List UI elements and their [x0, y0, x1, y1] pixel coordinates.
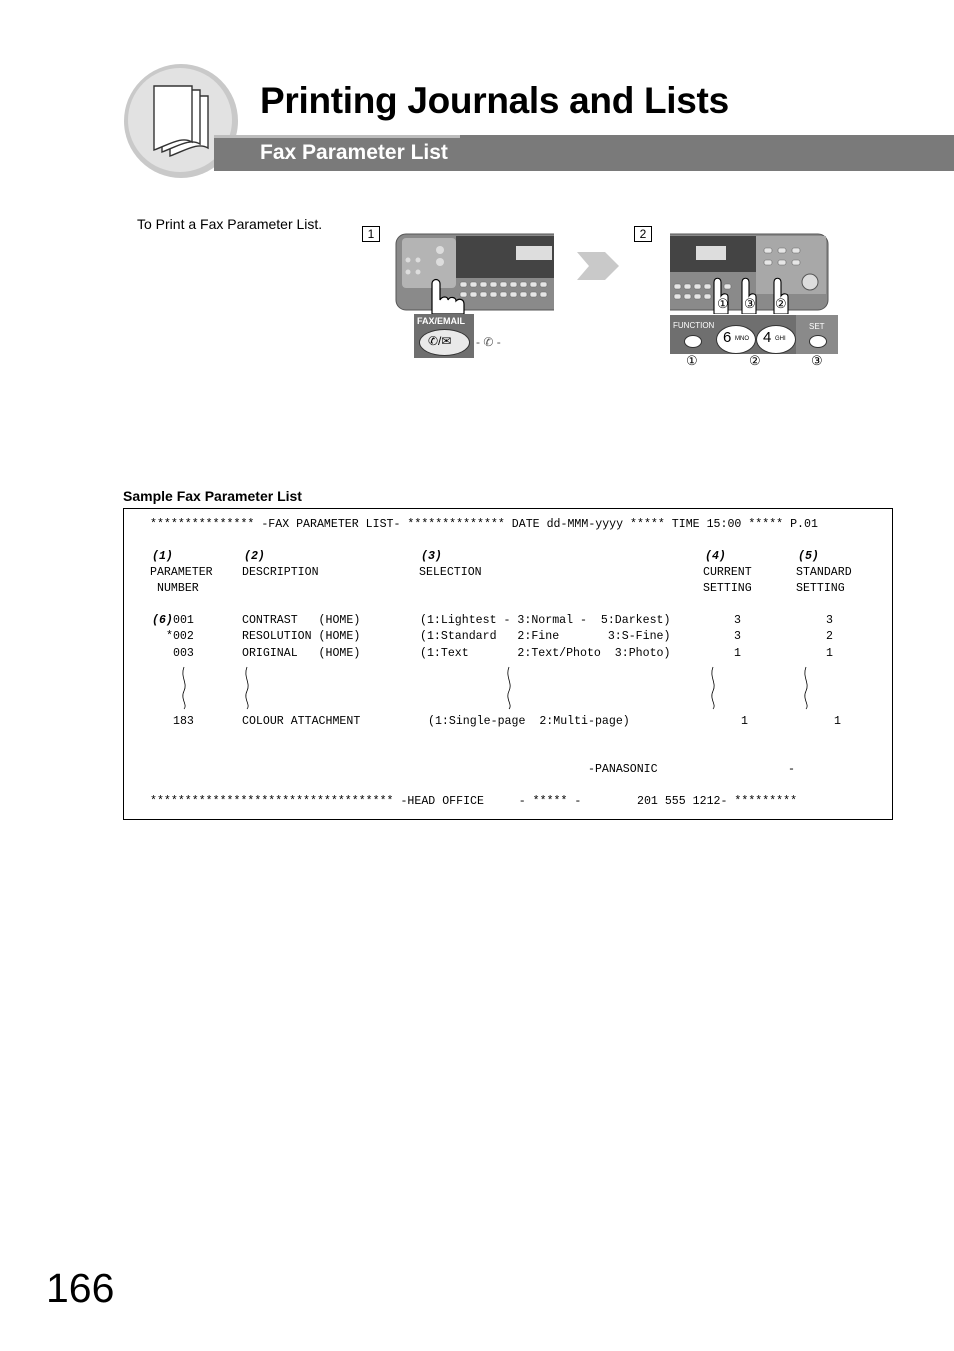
col-head-number: NUMBER	[157, 582, 199, 595]
function-button[interactable]	[684, 335, 702, 348]
row-003-current: 1	[734, 647, 741, 660]
col-number-5: (5)	[798, 550, 819, 563]
control-panel-illustration-2	[670, 233, 829, 314]
step-number-2: 2	[634, 226, 652, 242]
blinking-indicator-icon: - ✆ -	[476, 335, 501, 349]
panel-marker-2: ②	[749, 353, 761, 368]
row-183-current: 1	[741, 715, 748, 728]
page-number: 166	[46, 1265, 115, 1311]
list-header-line: *************** -FAX PARAMETER LIST- ***…	[150, 518, 818, 531]
col-number-3: (3)	[421, 550, 442, 563]
key-4-letters: GHI	[775, 336, 786, 342]
arrow-right-icon	[577, 252, 619, 280]
key-6-letters: MNO	[735, 336, 749, 342]
subtitle-band-highlight	[214, 135, 460, 138]
set-key-label: SET	[809, 322, 825, 331]
key-4-digit: 4	[763, 329, 772, 346]
col-head-selection: SELECTION	[419, 566, 482, 579]
row-003-number: 003	[173, 647, 194, 660]
row-001-standard: 3	[826, 614, 833, 627]
row-001-number: 001	[173, 614, 194, 627]
row-183-number: 183	[173, 715, 194, 728]
key-4-button[interactable]	[756, 325, 796, 354]
sample-list-label: Sample Fax Parameter List	[123, 488, 302, 504]
key-6-button[interactable]	[716, 325, 756, 354]
step-number-1: 1	[362, 226, 380, 242]
panel-marker-3: ③	[811, 353, 823, 368]
row-183-selection: (1:Single-page 2:Multi-page)	[428, 715, 630, 728]
row-183-standard: 1	[834, 715, 841, 728]
col-head-description: DESCRIPTION	[242, 566, 319, 579]
set-button[interactable]	[809, 335, 827, 348]
key-6-digit: 6	[723, 329, 732, 346]
fax-email-icon: ✆/✉	[428, 334, 452, 348]
footer-dash: -	[788, 763, 795, 776]
row-002-description: RESOLUTION (HOME)	[242, 630, 361, 643]
subtitle-band	[214, 135, 954, 171]
col-number-1: (1)	[152, 550, 173, 563]
col-number-4: (4)	[705, 550, 726, 563]
row-002-number: *002	[166, 630, 194, 643]
row-001-current: 3	[734, 614, 741, 627]
control-panel-illustration-1	[395, 233, 554, 314]
col-head-current: CURRENT	[703, 566, 752, 579]
row-002-current: 3	[734, 630, 741, 643]
marker-1: ①	[717, 296, 729, 311]
marker-6: (6)	[152, 614, 173, 627]
footer-line: *********************************** -HEA…	[150, 795, 798, 808]
function-key-label: FUNCTION	[673, 321, 715, 330]
sample-list-box: *************** -FAX PARAMETER LIST- ***…	[123, 508, 893, 820]
row-001-selection: (1:Lightest - 3:Normal - 5:Darkest)	[420, 614, 671, 627]
row-003-standard: 1	[826, 647, 833, 660]
col-head-standard-setting: SETTING	[796, 582, 845, 595]
row-003-selection: (1:Text 2:Text/Photo 3:Photo)	[420, 647, 671, 660]
page-title: Printing Journals and Lists	[260, 80, 729, 121]
fax-email-button[interactable]	[419, 329, 470, 356]
row-002-selection: (1:Standard 2:Fine 3:S-Fine)	[420, 630, 671, 643]
document-stack-icon	[153, 85, 209, 158]
col-head-current-setting: SETTING	[703, 582, 752, 595]
panel-marker-1: ①	[686, 353, 698, 368]
col-head-parameter: PARAMETER	[150, 566, 213, 579]
marker-3: ③	[744, 296, 756, 311]
row-002-standard: 2	[826, 630, 833, 643]
col-head-standard: STANDARD	[796, 566, 852, 579]
fax-email-key-label: FAX/EMAIL	[417, 316, 466, 326]
row-001-description: CONTRAST (HOME)	[242, 614, 361, 627]
intro-text: To Print a Fax Parameter List.	[137, 216, 323, 232]
col-number-2: (2)	[244, 550, 265, 563]
omission-marks	[182, 666, 808, 710]
footer-company: -PANASONIC	[588, 763, 658, 776]
row-003-description: ORIGINAL (HOME)	[242, 647, 361, 660]
marker-2: ②	[775, 296, 787, 311]
page-subtitle: Fax Parameter List	[260, 141, 448, 164]
row-183-description: COLOUR ATTACHMENT	[242, 715, 361, 728]
